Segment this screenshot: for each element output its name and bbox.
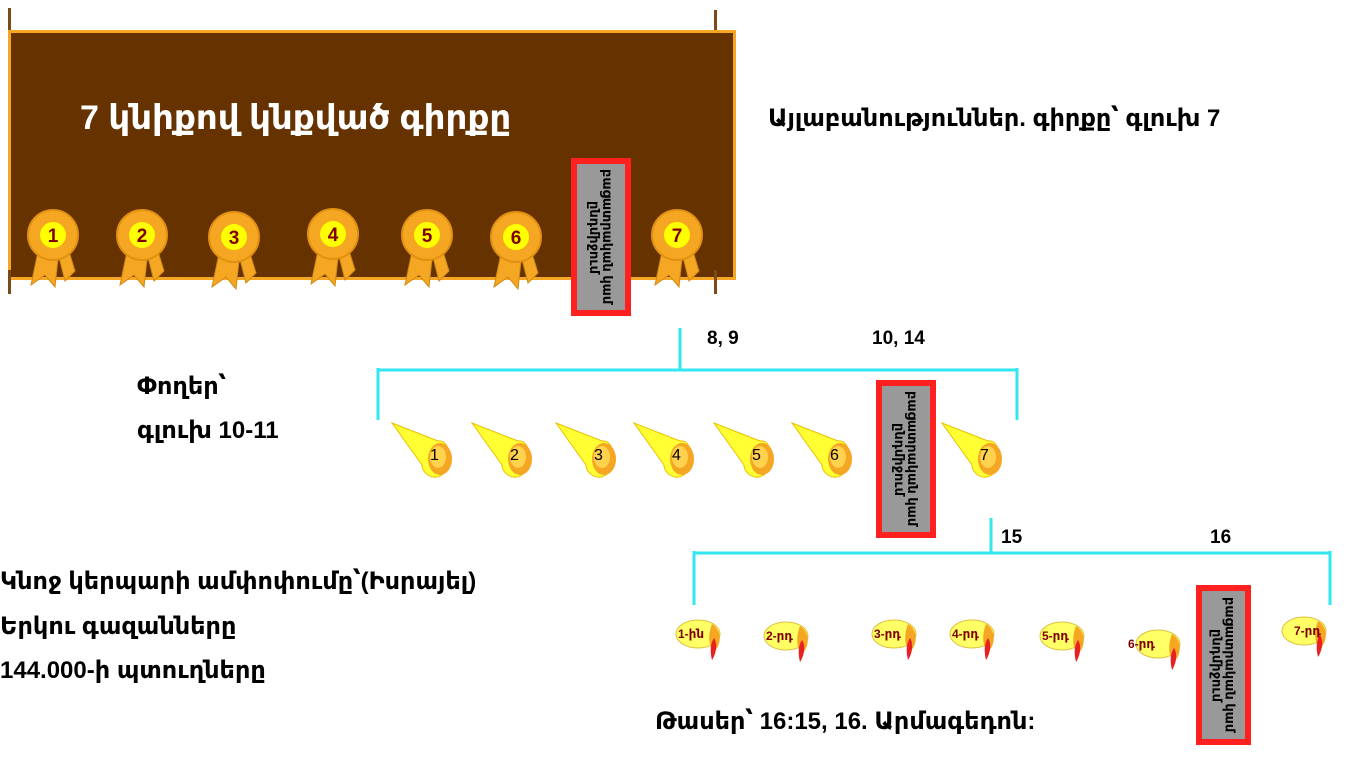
trumpet-icon: 5: [713, 422, 775, 478]
bowl-icon: 4-րդ: [949, 619, 995, 661]
bowl-label: 1-ին: [678, 627, 704, 641]
scroll-title: 7 կնիքով կնքված գիրքը: [80, 99, 512, 137]
bowl-label: 4-րդ: [952, 627, 979, 641]
trumpet-number: 2: [510, 447, 519, 464]
trumpet-bracket-label: 10, 14: [872, 328, 925, 349]
bowl-label: 2-րդ: [766, 629, 793, 643]
scroll-post: [714, 270, 717, 294]
bowl-label: 6-րդ: [1128, 637, 1155, 651]
trumpet-number: 7: [980, 447, 989, 464]
bowl-icon: 1-ին: [675, 619, 721, 661]
trumpet-icon: 2: [471, 422, 533, 478]
scroll-post: [8, 8, 11, 32]
trumpet-number: 4: [672, 447, 681, 464]
bowl-label: 7-րդ: [1294, 624, 1321, 638]
seal-icon: 6: [490, 211, 542, 290]
trumpet-icon: 3: [555, 422, 617, 478]
trumpet-bracket-label: 8, 9: [707, 328, 739, 349]
bowl-bracket-label: 16: [1210, 527, 1232, 548]
trumpets-heading: գլուխ 10-11: [137, 417, 279, 444]
interlude-box: բացատրական կամ ընդմիջում: [571, 158, 631, 316]
seal-icon: 4: [307, 208, 359, 287]
seal-number: 3: [229, 228, 240, 249]
interlude-label: բացատրական կամ ընդմիջում: [1209, 597, 1238, 733]
bowl-icon: 7-րդ: [1281, 616, 1327, 658]
trumpet-icon: 7: [941, 422, 1003, 478]
seals-layer: 1 2 3 4 5 6 7: [27, 208, 703, 290]
scroll-post: [714, 10, 717, 34]
body-text-line: 144.000-ի պտուղները: [0, 657, 266, 684]
trumpet-number: 1: [430, 447, 439, 464]
bowl-label: 5-րդ: [1042, 629, 1069, 643]
interlude-label: բացատրական կամ ընդմիջում: [587, 169, 615, 305]
body-text-line: Երկու գազանները: [0, 613, 237, 640]
bowl-icon: 6-րդ: [1128, 629, 1181, 671]
interlude-box: բացատրական կամ ընդմիջում: [876, 380, 936, 538]
bowls-heading: Թասեր՝ 16:15, 16. Արմագեդոն:: [655, 708, 1036, 735]
trumpet-icon: 1: [391, 422, 453, 478]
bowl-bracket-label: 15: [1001, 527, 1023, 548]
scroll-post: [8, 270, 11, 294]
seals-heading: Այլաբանություններ. գիրքը՝ գլուխ 7: [768, 105, 1221, 132]
interlude-box: բացատրական կամ ընդմիջում: [1196, 585, 1251, 745]
seal-icon: 1: [27, 209, 79, 288]
seal-number: 2: [137, 226, 148, 247]
trumpet-number: 5: [752, 447, 761, 464]
trumpet-icon: 4: [633, 422, 695, 478]
trumpets-heading: Փողեր՝: [137, 373, 227, 400]
seal-icon: 3: [208, 211, 260, 290]
seal-number: 1: [48, 226, 59, 247]
bowl-label: 3-րդ: [874, 627, 901, 641]
trumpet-number: 3: [594, 447, 603, 464]
bowl-icon: 5-րդ: [1039, 621, 1085, 663]
trumpet-number: 6: [830, 447, 839, 464]
bowl-icon: 3-րդ: [871, 619, 917, 661]
seal-number: 4: [328, 225, 339, 246]
seal-icon: 5: [401, 209, 453, 288]
trumpet-icon: 6: [791, 422, 853, 478]
seal-number: 7: [672, 226, 683, 247]
seal-number: 6: [511, 228, 522, 249]
body-text-line: Կնոջ կերպարի ամփոփումը՝(Իսրայել): [0, 568, 477, 595]
seal-icon: 7: [651, 209, 703, 288]
seal-icon: 2: [116, 209, 168, 288]
seal-number: 5: [422, 226, 433, 247]
bowl-icon: 2-րդ: [763, 621, 809, 663]
interlude-label: բացատրական կամ ընդմիջում: [892, 391, 920, 527]
